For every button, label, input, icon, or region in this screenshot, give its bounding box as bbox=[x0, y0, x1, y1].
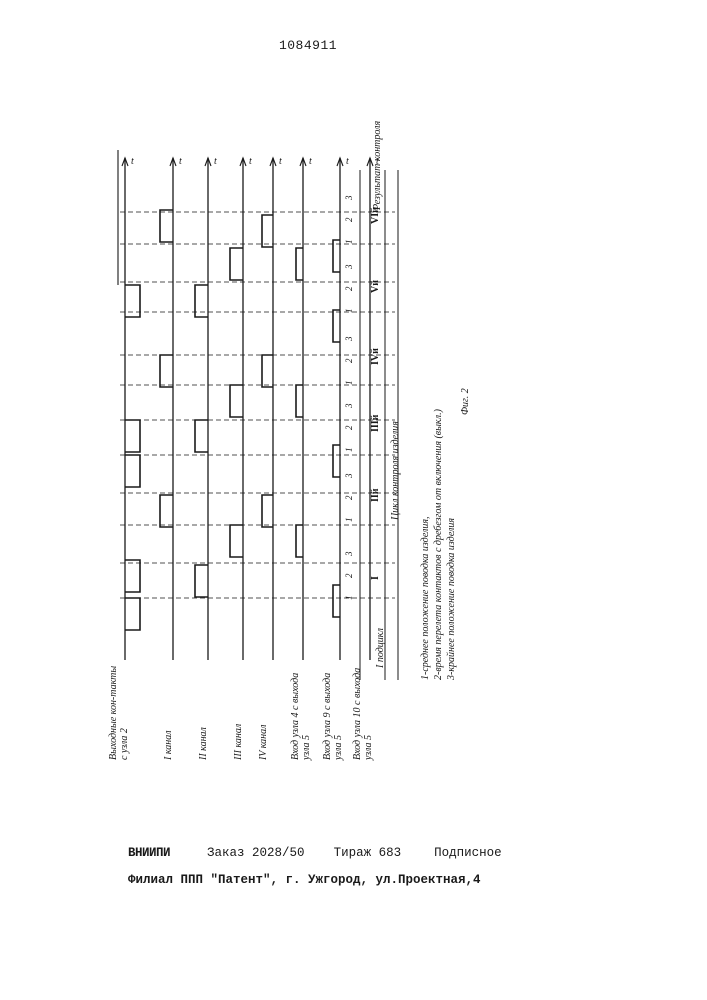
pulse-p20 bbox=[296, 525, 303, 557]
pulse-p17 bbox=[262, 495, 273, 527]
control-cycle-label: Цикл контроля изделия bbox=[390, 421, 401, 520]
pulse-p21 bbox=[333, 240, 340, 272]
subcycle-numeral: IVй bbox=[370, 348, 381, 365]
branch-address: Филиал ППП "Патент", г. Ужгород, ул.Прое… bbox=[128, 873, 481, 887]
pulse-p12 bbox=[230, 248, 243, 280]
time-axis-label: t bbox=[346, 156, 349, 167]
phase-number: 1 bbox=[344, 240, 354, 245]
phase-number: 2 bbox=[344, 358, 354, 363]
phase-number: 3 bbox=[344, 551, 354, 557]
phase-number: 1 bbox=[344, 381, 354, 386]
subcycle-numeral: Vй bbox=[370, 280, 381, 293]
pulse-p10 bbox=[195, 420, 208, 452]
phase-number: 2 bbox=[344, 495, 354, 500]
pulse-p13 bbox=[230, 385, 243, 417]
channel-label: Вход узла 4 с выхода узла 5 bbox=[290, 665, 312, 760]
control-result-label: Результат контроля bbox=[372, 121, 383, 210]
print-run: Тираж 683 bbox=[334, 846, 402, 860]
channel-label: IV канал bbox=[258, 665, 269, 760]
subcycle-numeral: IIй bbox=[370, 488, 381, 502]
pulse-p6 bbox=[160, 210, 173, 242]
pulse-p3 bbox=[125, 598, 140, 630]
channel-label: II канал bbox=[198, 665, 209, 760]
time-axis-label: t bbox=[214, 156, 217, 167]
phase-number: 3 bbox=[344, 403, 354, 409]
time-axis-label: t bbox=[249, 156, 252, 167]
phase-number: 3 bbox=[344, 473, 354, 479]
pulse-p11 bbox=[195, 565, 208, 597]
phase-number: 1 bbox=[344, 596, 354, 601]
pulse-p14 bbox=[230, 525, 243, 557]
pulse-p7 bbox=[160, 355, 173, 387]
phase-number: 2 bbox=[344, 425, 354, 430]
phase-number: 3 bbox=[344, 195, 354, 201]
pulse-p16 bbox=[262, 355, 273, 387]
subcycle-label: I подцикл bbox=[375, 628, 386, 668]
pulse-p22 bbox=[333, 310, 340, 342]
pulse-p15 bbox=[262, 215, 273, 247]
phase-number: 3 bbox=[344, 336, 354, 342]
pulse-p24 bbox=[333, 585, 340, 617]
time-axis-label: t bbox=[309, 156, 312, 167]
pulse-p4 bbox=[125, 420, 140, 452]
channel-label: Вход узла 9 с выхода узла 5 bbox=[322, 665, 344, 760]
order-number: Заказ 2028/50 bbox=[207, 846, 305, 860]
legend-item-2: 2-время перелета контактов с дребезгом о… bbox=[433, 409, 444, 680]
pulse-p19 bbox=[296, 385, 303, 417]
pulse-p18 bbox=[296, 248, 303, 280]
channel-label: III канал bbox=[233, 665, 244, 760]
phase-number: 1 bbox=[344, 448, 354, 453]
phase-number: 2 bbox=[344, 217, 354, 222]
phase-number: 1 bbox=[344, 309, 354, 314]
imprint-line-1: ВНИИПИ Заказ 2028/50 Тираж 683 Подписное bbox=[128, 846, 502, 860]
subscription-note: Подписное bbox=[434, 846, 502, 860]
channel-label: Вход узла 10 с выхода узла 5 bbox=[352, 665, 374, 760]
legend-item-3: 3-крайнее положение поводка изделия bbox=[446, 518, 457, 680]
phase-number: 2 bbox=[344, 573, 354, 578]
legend-item-1: 1-среднее положение поводка изделия, bbox=[420, 516, 431, 680]
phase-number: 3 bbox=[344, 264, 354, 270]
time-axis-label: t bbox=[179, 156, 182, 167]
time-axis-label: t bbox=[279, 156, 282, 167]
subcycle-numeral: I bbox=[370, 576, 381, 580]
phase-number: 1 bbox=[344, 518, 354, 523]
time-axis-label: t bbox=[131, 156, 134, 167]
subcycle-numeral: IIIй bbox=[370, 414, 381, 432]
channel-label: I канал bbox=[163, 665, 174, 760]
imprint-line-2: Филиал ППП "Патент", г. Ужгород, ул.Прое… bbox=[128, 873, 481, 887]
pulse-p5 bbox=[125, 560, 140, 592]
publisher-name: ВНИИПИ bbox=[128, 846, 170, 860]
channel-label: Выходные кон-такты с узла 2 bbox=[108, 665, 130, 760]
phase-number: 2 bbox=[344, 286, 354, 291]
pulse-p2 bbox=[125, 455, 140, 487]
pulse-p23 bbox=[333, 445, 340, 477]
pulse-p8 bbox=[160, 495, 173, 527]
figure-caption: Фиг. 2 bbox=[460, 388, 471, 415]
